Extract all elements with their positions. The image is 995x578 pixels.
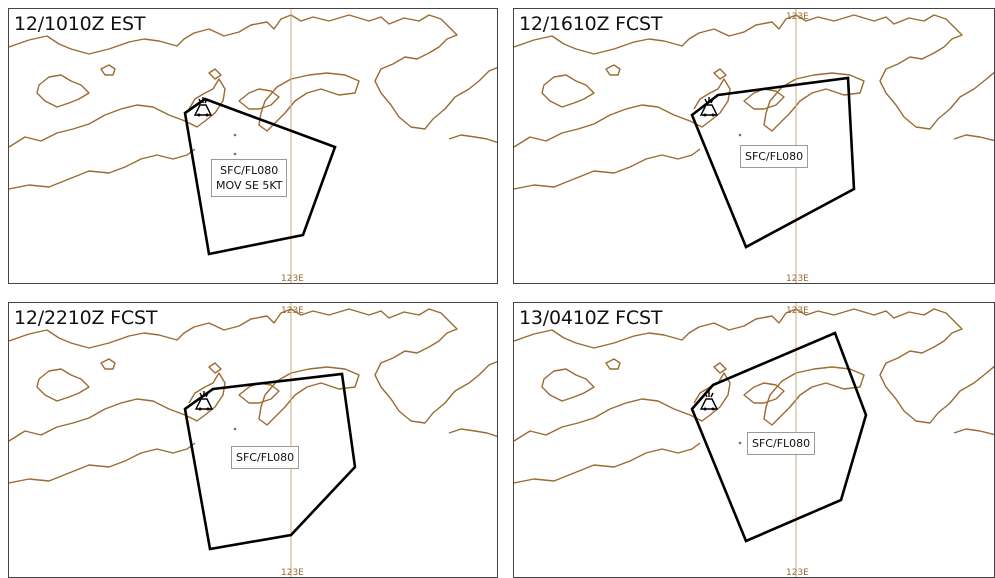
panel-title: 13/0410Z FCST [519,307,663,329]
level-text: SFC/FL080 [745,150,804,163]
meridian-label: 123E [786,568,809,578]
coastline [514,14,994,190]
coastline [9,14,497,190]
panel-title: 12/2210Z FCST [14,307,158,329]
volcano-icon [699,391,719,411]
ash-area-outline [183,97,337,256]
map-1: 123E [9,9,497,284]
coastline [514,308,994,484]
level-text: SFC/FL080 [220,164,279,177]
map-2: 123E 123E [514,9,994,284]
meridian-label: 123E [281,274,304,284]
station-dot [738,133,742,137]
map-panel-2: 123E 123E 12/1610Z FCST SFC/FL080 [513,8,995,284]
map-3: 123E 123E [9,303,497,578]
ash-area-outline [690,331,868,543]
meridian-label: 123E [281,568,304,578]
meridian-label-top: 123E [281,306,304,316]
ash-area-outline [690,76,856,249]
ash-label: SFC/FL080 MOV SE 5KT [211,159,288,197]
map-panel-1: 123E 12/1010Z EST SFC/FL080 MOV SE 5KT [8,8,498,284]
station-dot [738,441,742,445]
map-4: 123E 123E [514,303,994,578]
ash-area-outline [183,372,357,551]
ash-label: SFC/FL080 [740,145,809,168]
panel-title: 12/1610Z FCST [519,13,663,35]
ash-label: SFC/FL080 [231,446,300,469]
level-text: SFC/FL080 [236,451,295,464]
map-panel-3: 123E 123E 12/2210Z FCST SFC/FL080 [8,302,498,578]
station-dot [233,152,237,156]
panel-title: 12/1010Z EST [14,13,146,35]
station-dot [233,133,237,137]
meridian-label: 123E [786,274,809,284]
volcano-icon [194,391,214,411]
ash-label: SFC/FL080 [747,432,816,455]
meridian-label-top: 123E [786,12,809,22]
map-panel-4: 123E 123E 13/0410Z FCST SFC/FL080 [513,302,995,578]
volcano-icon [699,97,719,117]
volcano-icon [193,97,213,117]
movement-text: MOV SE 5KT [216,179,283,192]
coastline [9,308,497,484]
level-text: SFC/FL080 [752,437,811,450]
station-dot [233,427,237,431]
meridian-label-top: 123E [786,306,809,316]
